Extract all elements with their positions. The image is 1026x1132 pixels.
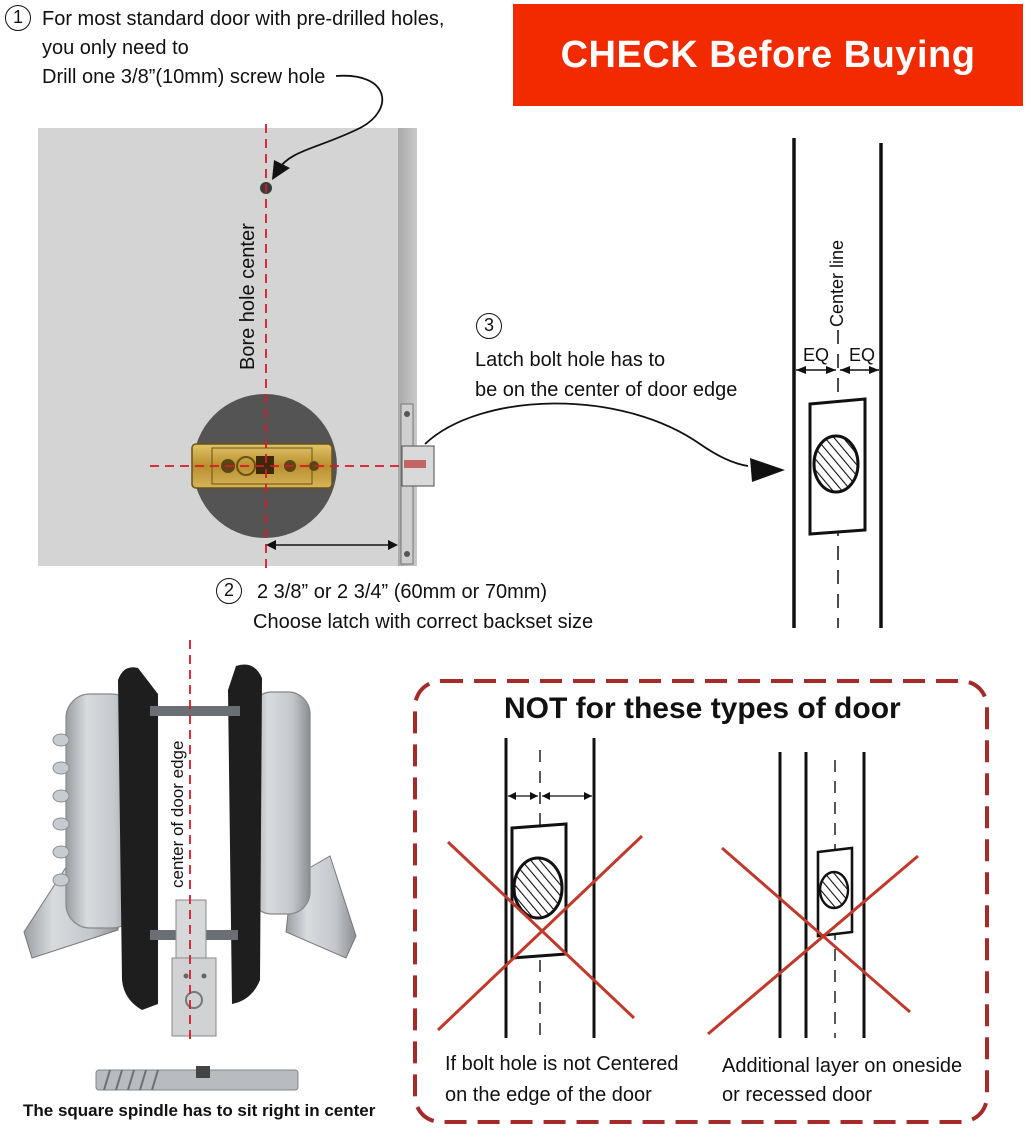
center-line-label: Center line [827,239,847,327]
eq-left-label: EQ [803,345,830,365]
step-3-line-1: Latch bolt hole has to [475,349,666,371]
step-1-number: 1 [12,7,23,27]
latch-plate [400,403,435,565]
latch-to-edge-arrow-head [750,458,785,482]
step-2-marker: 2 [216,578,242,604]
banner-text: CHECK Before Buying [560,33,976,76]
step-1-marker: 1 [5,5,31,31]
off-center-caption-line-2: on the edge of the door [445,1084,652,1106]
recessed-door-diagram [778,752,866,1038]
step-1-line-3: Drill one 3/8”(10mm) screw hole [42,66,326,88]
step-3-line-2: be on the center of door edge [475,379,738,401]
step-2-line-2: Choose latch with correct backset size [253,611,594,633]
recessed-caption-line-2: or recessed door [722,1084,873,1106]
warning-title: NOT for these types of door [504,692,901,725]
step-1-line-1: For most standard door with pre-drilled … [42,8,445,30]
step-2-line-1: 2 3/8” or 2 3/4” (60mm or 70mm) [257,581,548,603]
screw-hole-arrow [277,74,384,171]
bore-hole-center-label: Bore hole center [237,223,259,370]
off-center-caption-line-1: If bolt hole is not Centered [445,1053,679,1075]
off-center-diagram [504,738,596,1038]
center-of-door-edge-label: center of door edge [168,740,187,888]
lock-photo [23,664,357,1091]
backset-arrow [266,540,398,550]
step-3-number: 3 [483,315,494,335]
screw-hole-arrow-head [272,160,290,180]
reject-cross-right [707,846,919,1036]
latch-to-edge-arrow [424,402,749,467]
step-3-marker: 3 [476,313,502,339]
spindle-caption: The square spindle has to sit right in c… [23,1101,376,1120]
reject-cross-left [436,834,644,1032]
door-edge-diagram [792,138,883,628]
check-before-buying-banner: CHECK Before Buying [513,4,1023,106]
step-2-number: 2 [223,580,234,600]
step-1-line-2: you only need to [42,37,189,59]
eq-right-label: EQ [849,345,876,365]
recessed-caption-line-1: Additional layer on oneside [722,1055,963,1077]
